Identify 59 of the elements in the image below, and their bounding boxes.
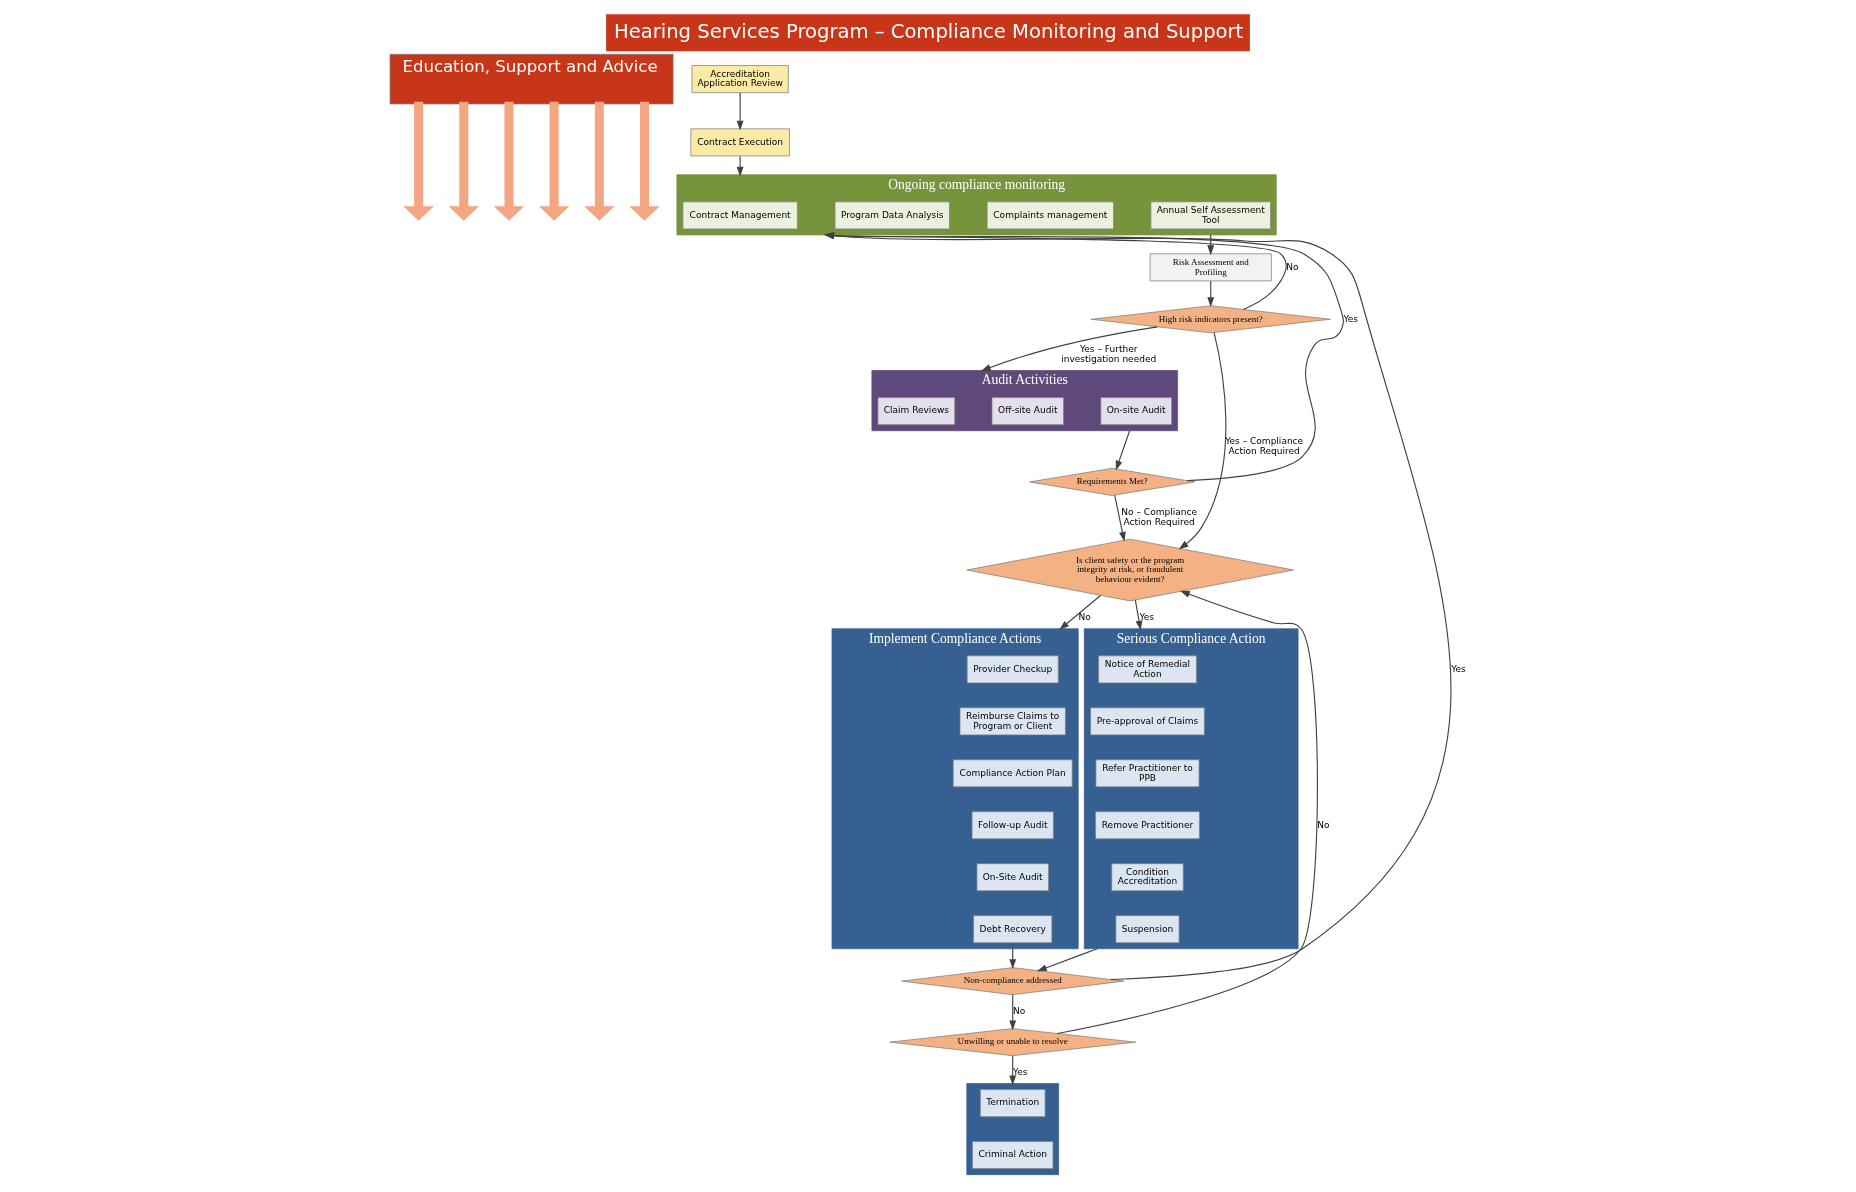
arrow (538, 101, 570, 221)
arrow (736, 92, 744, 131)
node-box: Contract Execution (690, 128, 790, 157)
arrow (981, 326, 1158, 372)
node-diamond: Non-compliance addressed (901, 967, 1125, 996)
node-box: Condition Accreditation (1111, 863, 1184, 892)
node-box: Follow-up Audit (971, 811, 1054, 840)
node-box: Criminal Action (972, 1141, 1054, 1169)
node-box: Education, Support and Advice (389, 53, 674, 105)
node-diamond: High risk indicators present? (1090, 305, 1331, 334)
arrow (1009, 1055, 1017, 1086)
arrow (584, 101, 615, 221)
edge-label: Yes – Further investigation needed (1061, 344, 1157, 364)
arrow (736, 155, 744, 177)
node-box: On-site Audit (1100, 397, 1172, 426)
node-box: Termination (979, 1089, 1046, 1118)
edge-label: Yes (1451, 663, 1466, 674)
node-diamond: Requirements Met? (1029, 468, 1196, 496)
edge-label: Yes (1139, 612, 1155, 623)
cluster (966, 1083, 1059, 1176)
edge-label: No (1078, 612, 1091, 623)
node-box: Risk Assessment and Profiling (1149, 253, 1272, 282)
arrow (448, 101, 480, 221)
node-box: Compliance Action Plan (952, 759, 1073, 788)
arrow (1059, 594, 1102, 630)
node-box: Program Data Analysis (834, 201, 950, 230)
arrow (493, 101, 525, 221)
node-box: Debt Recovery (973, 915, 1053, 944)
arrow (1178, 332, 1227, 550)
diagram-title: Hearing Services Program – Compliance Monitoring and Support (614, 19, 1244, 43)
arrow (1114, 494, 1126, 542)
edge-label: No – Compliance Action Required (1121, 506, 1197, 527)
arrow (1009, 994, 1017, 1031)
node-box: Suspension (1115, 915, 1180, 944)
node-box: Refer Practitioner to PPB (1095, 759, 1200, 788)
node-box: Accreditation Application Review (691, 65, 789, 94)
node-box: Reimburse Claims to Program or Client (959, 707, 1066, 736)
node-diamond: Unwilling or unable to resolve (889, 1028, 1136, 1057)
edge-label: Yes (1343, 313, 1359, 324)
node-box: Annual Self Assessment Tool (1150, 201, 1271, 230)
edge-label: Yes (1012, 1066, 1028, 1077)
arrow (1134, 599, 1143, 631)
node-box: Notice of Remedial Action (1098, 655, 1197, 684)
node-box: Complaints management (986, 201, 1114, 230)
arrow (1036, 948, 1098, 972)
edge-label: No (1286, 261, 1299, 272)
node-box: Claim Reviews (877, 397, 956, 426)
node-box: Pre-approval of Claims (1090, 707, 1205, 736)
arrow (403, 101, 434, 221)
edge-label: No (1317, 819, 1330, 830)
node-box: On-Site Audit (976, 863, 1049, 892)
arrow (1057, 590, 1318, 1035)
node-box: Provider Checkup (966, 655, 1059, 684)
node-box: Off-site Audit (991, 397, 1064, 426)
arrow (1115, 430, 1131, 471)
node-box: Remove Practitioner (1095, 811, 1200, 840)
node-box: Contract Management (682, 201, 798, 230)
edge-label: No (1012, 1005, 1026, 1016)
arrow (629, 101, 660, 221)
